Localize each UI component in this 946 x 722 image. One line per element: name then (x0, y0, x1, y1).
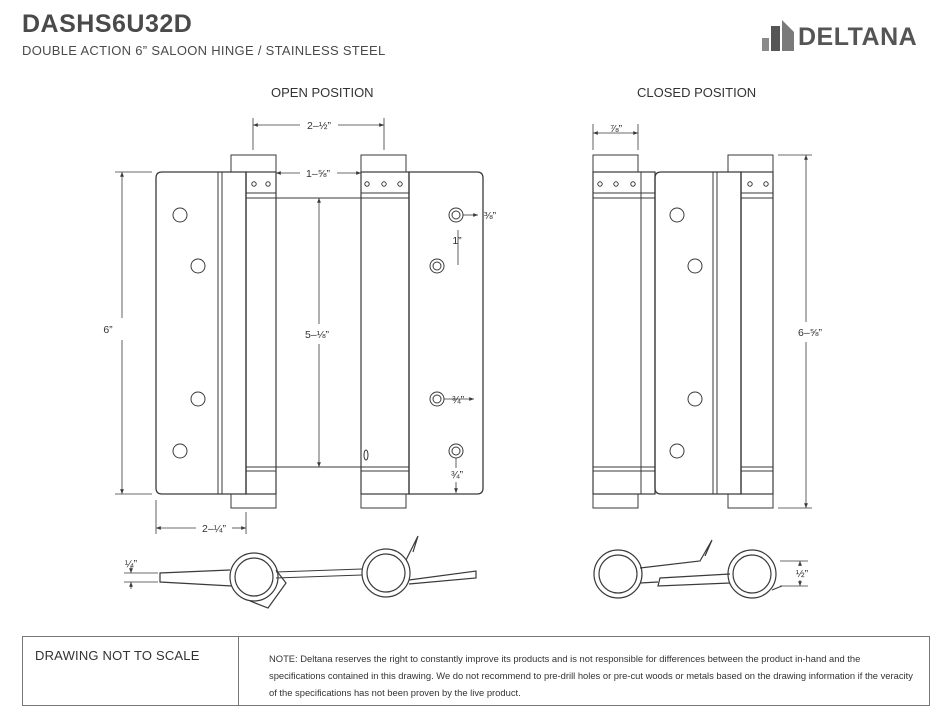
dim-plan-thickness-closed: ½” (796, 568, 809, 580)
dim-gap-width: 1–⅝” (306, 168, 330, 180)
screw-hole (687, 391, 703, 407)
scale-note: DRAWING NOT TO SCALE (35, 648, 200, 663)
dim-closed-barrel-width: ⅞” (610, 123, 623, 135)
screw-hole (429, 258, 445, 274)
screw-hole (448, 443, 464, 459)
deltana-mark-icon (762, 20, 794, 51)
dim-hole-offset-top: ⅜” (484, 210, 497, 222)
brand-name: DELTANA (798, 23, 918, 51)
dim-leaf-width: 2–¼” (202, 523, 226, 535)
screw-hole (669, 443, 685, 459)
brand-logo: DELTANA (762, 18, 932, 52)
dim-plan-thickness-open: ¼” (125, 558, 138, 570)
screw-hole (448, 207, 464, 223)
product-description: DOUBLE ACTION 6” SALOON HINGE / STAINLES… (22, 43, 386, 58)
screw-hole (669, 207, 685, 223)
screw-hole (172, 207, 188, 223)
dim-hole-offset-mid: ¾” (452, 394, 465, 406)
footer-box: DRAWING NOT TO SCALE NOTE: Deltana reser… (22, 636, 930, 706)
closed-hinge-front-view (592, 154, 774, 509)
screw-hole (429, 391, 445, 407)
dim-hole-offset-bottom: ¾” (451, 469, 464, 481)
closed-plan-view (593, 539, 783, 599)
closed-dimensions (592, 124, 812, 509)
dim-closed-height: 6–⅝” (798, 327, 822, 339)
open-hinge-front-view (155, 154, 484, 509)
dim-overall-height: 6” (103, 324, 113, 336)
closed-position-label: CLOSED POSITION (637, 85, 757, 100)
screw-hole (190, 391, 206, 407)
open-plan-dimension (124, 566, 158, 589)
product-code: DASHS6U32D (22, 10, 193, 38)
footer-scale-cell: DRAWING NOT TO SCALE (23, 637, 239, 705)
screw-hole (687, 258, 703, 274)
screw-hole (172, 443, 188, 459)
dim-hole-spacing: 1” (452, 235, 462, 247)
open-position-label: OPEN POSITION (271, 85, 374, 100)
technical-drawing: 2–½” 1–⅝” 6” 5–⅛” 2–¼” ⅜” 1” ¾” ¾” (103, 118, 822, 609)
dim-barrel-spacing: 2–½” (307, 120, 331, 132)
disclaimer-text: NOTE: Deltana reserves the right to cons… (269, 653, 913, 698)
open-dimensions (115, 118, 478, 534)
screw-hole (190, 258, 206, 274)
dim-inner-height: 5–⅛” (305, 329, 329, 341)
open-plan-view (159, 535, 477, 609)
closed-plan-dimension (780, 560, 808, 587)
